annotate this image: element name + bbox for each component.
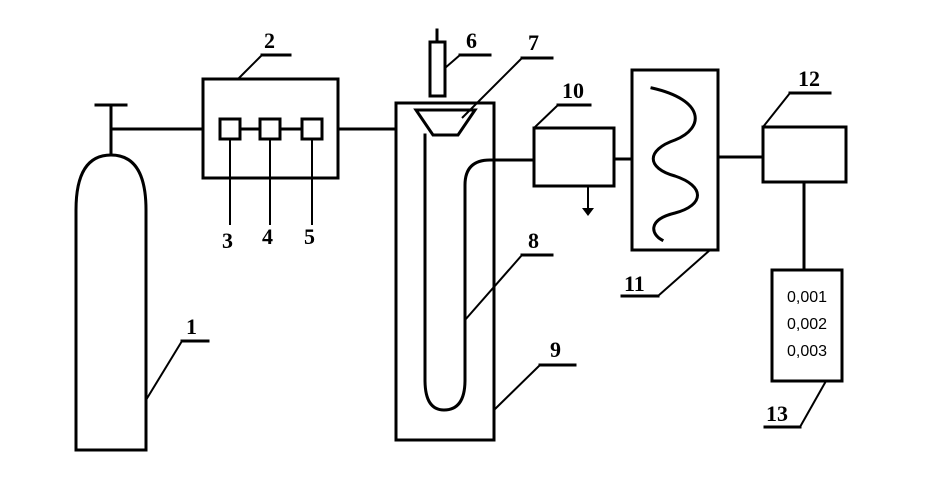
leader-lines — [145, 53, 832, 429]
u-tube — [423, 138, 536, 412]
outer-vessel — [394, 101, 496, 442]
sample-rod — [428, 28, 447, 98]
label-7: 7 — [528, 30, 539, 55]
processor-unit — [761, 125, 848, 184]
chromatograph — [630, 68, 720, 252]
label-6: 6 — [466, 28, 477, 53]
crucible — [413, 108, 478, 137]
valve-3 — [218, 117, 242, 141]
reading-1: 0,001 — [787, 289, 827, 306]
valve-5 — [300, 117, 324, 141]
label-12: 12 — [798, 66, 820, 91]
reading-2: 0,002 — [787, 316, 827, 333]
label-8: 8 — [528, 228, 539, 253]
reading-3: 0,003 — [787, 343, 827, 360]
label-11: 11 — [624, 271, 645, 296]
label-1: 1 — [186, 314, 197, 339]
label-4: 4 — [262, 224, 273, 249]
unit-10 — [532, 126, 616, 216]
valve-4 — [258, 117, 282, 141]
gas-cylinder — [74, 103, 148, 452]
label-10: 10 — [562, 78, 584, 103]
label-2: 2 — [264, 28, 275, 53]
display-unit: 0,001 0,002 0,003 — [770, 268, 844, 383]
label-5: 5 — [304, 224, 315, 249]
label-3: 3 — [222, 228, 233, 253]
gas-control-unit — [201, 77, 340, 225]
label-9: 9 — [550, 337, 561, 362]
label-13: 13 — [766, 401, 788, 426]
